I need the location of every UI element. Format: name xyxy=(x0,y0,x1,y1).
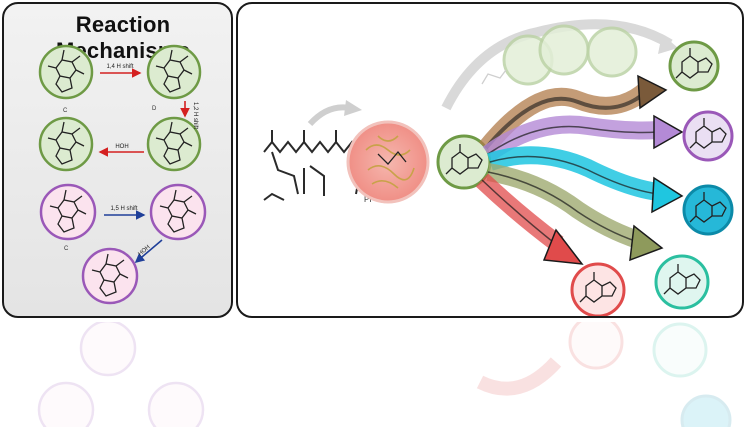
intermediate-purple-1 xyxy=(39,183,97,241)
product-green xyxy=(668,40,720,92)
substrate-pp-label: PP xyxy=(364,195,375,204)
ghost-circle-2 xyxy=(538,24,590,76)
intermediate-purple-3 xyxy=(81,247,139,305)
enzyme-protein xyxy=(346,120,430,204)
product-teal xyxy=(654,254,710,310)
intermediate-green-4 xyxy=(38,116,94,172)
ribbon-red-head xyxy=(542,228,584,265)
ribbon-purple xyxy=(482,115,659,162)
ghost-circle-3 xyxy=(586,26,638,78)
ribbon-purple-head xyxy=(653,114,684,150)
substrate-to-enzyme-arrow xyxy=(307,104,351,127)
product-pathways-panel: PP xyxy=(236,2,744,318)
product-purple xyxy=(682,110,734,162)
ghost-arc xyxy=(441,19,673,111)
product-red xyxy=(570,262,626,316)
mechanism-diagram: 1,4 H shift 1,2 H shift HOH 1,5 H shift … xyxy=(38,44,207,305)
intermediate-label-c2: C xyxy=(64,246,69,252)
intermediate-green-2 xyxy=(146,44,202,100)
intermediate-green-3 xyxy=(146,116,202,172)
pathway-diagram: PP xyxy=(263,19,734,316)
panel-reflection xyxy=(0,322,747,427)
intermediate-label-d: D xyxy=(152,106,157,112)
ghost-arc-head xyxy=(658,34,678,54)
label-1-5-shift: 1,5 H shift xyxy=(110,206,137,212)
label-1-2-shift: 1,2 H shift xyxy=(192,102,198,129)
ribbon-brown-head xyxy=(637,74,668,110)
ribbon-olive xyxy=(486,163,641,249)
ribbon-cyan xyxy=(487,146,660,201)
reaction-mechanisms-panel: Reaction Mechanisms xyxy=(2,2,233,318)
ribbon-cyan-head xyxy=(651,176,684,214)
ribbon-olive-head xyxy=(629,224,664,262)
intermediate-green-1 xyxy=(38,44,94,100)
arrow-hoh-2 xyxy=(134,239,163,264)
label-hoh-1: HOH xyxy=(115,144,128,150)
product-cyan xyxy=(682,184,734,236)
intermediate-purple-2 xyxy=(149,183,207,241)
label-1-4-shift: 1,4 H shift xyxy=(106,64,133,70)
intermediate-label-c1: C xyxy=(63,108,68,114)
ghost-molecule xyxy=(481,69,507,85)
